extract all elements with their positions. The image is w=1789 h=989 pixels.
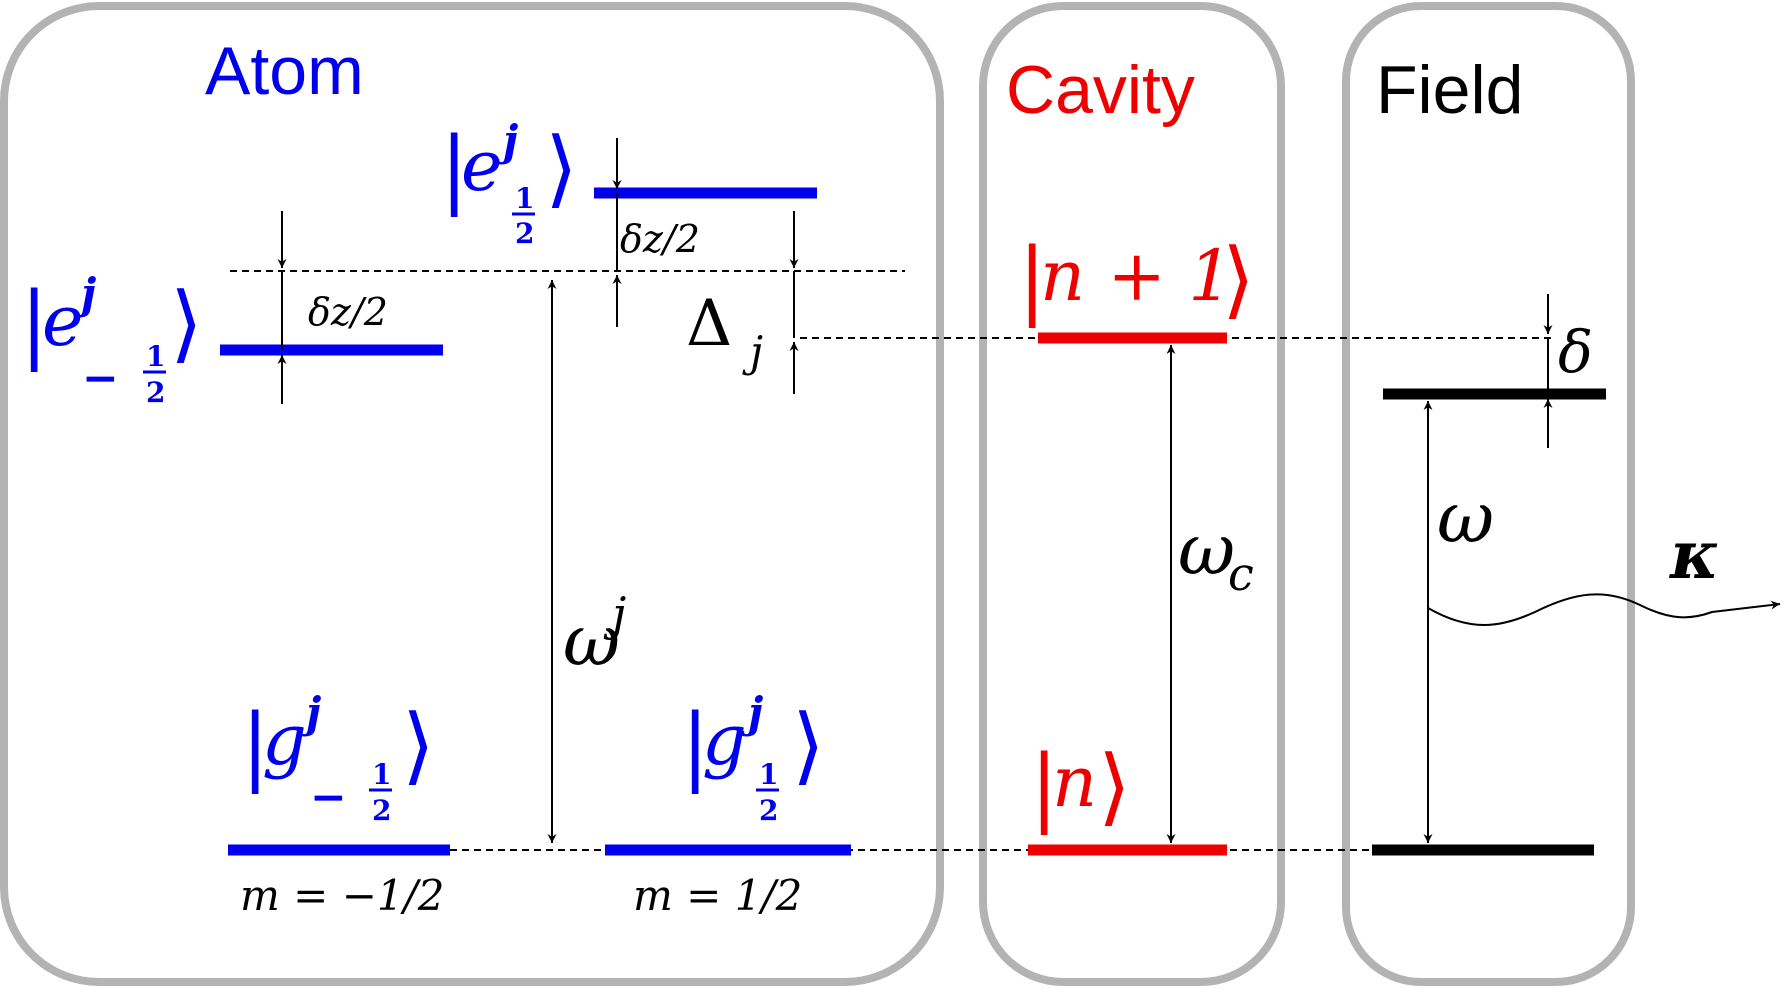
e-plus-half-ket: | e j 1 2 ⟩ [440, 116, 578, 250]
svg-text:⟩: ⟩ [792, 696, 825, 794]
svg-text:⟩: ⟩ [1098, 737, 1131, 835]
svg-text:g: g [702, 699, 747, 781]
svg-text:|: | [1030, 737, 1058, 835]
atom-transition-label: ω j [563, 587, 626, 682]
svg-text:⟩: ⟩ [402, 696, 435, 794]
svg-text:1: 1 [515, 182, 534, 215]
svg-text:1: 1 [146, 340, 165, 373]
cavity-transition-label: ω c [1178, 509, 1254, 601]
svg-text:e: e [42, 280, 83, 362]
svg-text:c: c [1228, 547, 1254, 601]
svg-text:|: | [1018, 230, 1046, 328]
cavity-panel [979, 2, 1285, 986]
svg-text:j: j [742, 327, 763, 376]
svg-text:e: e [461, 125, 502, 207]
svg-text:n: n [1052, 741, 1097, 823]
g-minus-half-ket: | g j − 1 2 ⟩ [241, 688, 435, 827]
e-minus-half-ket: | e j − 1 2 ⟩ [20, 269, 203, 409]
field-panel [1342, 2, 1635, 986]
field-panel-title: Field [1376, 52, 1523, 128]
svg-text:1: 1 [759, 758, 778, 791]
svg-text:⟩: ⟩ [1222, 230, 1255, 328]
svg-text:|: | [241, 696, 269, 794]
svg-text:2: 2 [515, 217, 534, 250]
svg-text:|: | [440, 119, 468, 217]
cavity-lower-ket: | n ⟩ [1030, 737, 1131, 835]
svg-text:ω: ω [1178, 509, 1235, 591]
decay-wavy-arrow [1427, 593, 1781, 626]
svg-text:|: | [681, 696, 709, 794]
svg-text:−: − [82, 353, 119, 404]
svg-text:2: 2 [759, 794, 778, 827]
svg-text:⟩: ⟩ [545, 119, 578, 217]
atom-panel [0, 2, 944, 986]
cavity-upper-ket: | n + 1 ⟩ [1018, 230, 1255, 328]
decay-rate-label: κ [1668, 516, 1719, 594]
atom-detuning-label: Δ j [686, 287, 763, 376]
svg-text:|: | [20, 274, 48, 372]
m-right-label: m = 1/2 [633, 871, 802, 920]
left-shift-label: δz/2 [308, 290, 388, 334]
svg-text:−: − [310, 772, 347, 823]
atom-panel-title: Atom [205, 33, 364, 109]
field-detuning-label: δ [1558, 318, 1593, 386]
svg-text:g: g [262, 699, 307, 781]
svg-text:ω: ω [563, 600, 620, 682]
field-transition-label: ω [1437, 477, 1494, 559]
svg-text:1: 1 [372, 758, 391, 791]
right-shift-label: δz/2 [620, 217, 700, 261]
m-left-label: m = −1/2 [240, 871, 445, 920]
cavity-panel-title: Cavity [1006, 52, 1195, 128]
svg-text:Δ: Δ [686, 287, 732, 361]
svg-text:⟩: ⟩ [170, 274, 203, 372]
svg-text:2: 2 [146, 376, 165, 409]
svg-text:n + 1: n + 1 [1040, 235, 1233, 317]
svg-text:2: 2 [372, 794, 391, 827]
g-plus-half-ket: | g j 1 2 ⟩ [681, 688, 825, 827]
